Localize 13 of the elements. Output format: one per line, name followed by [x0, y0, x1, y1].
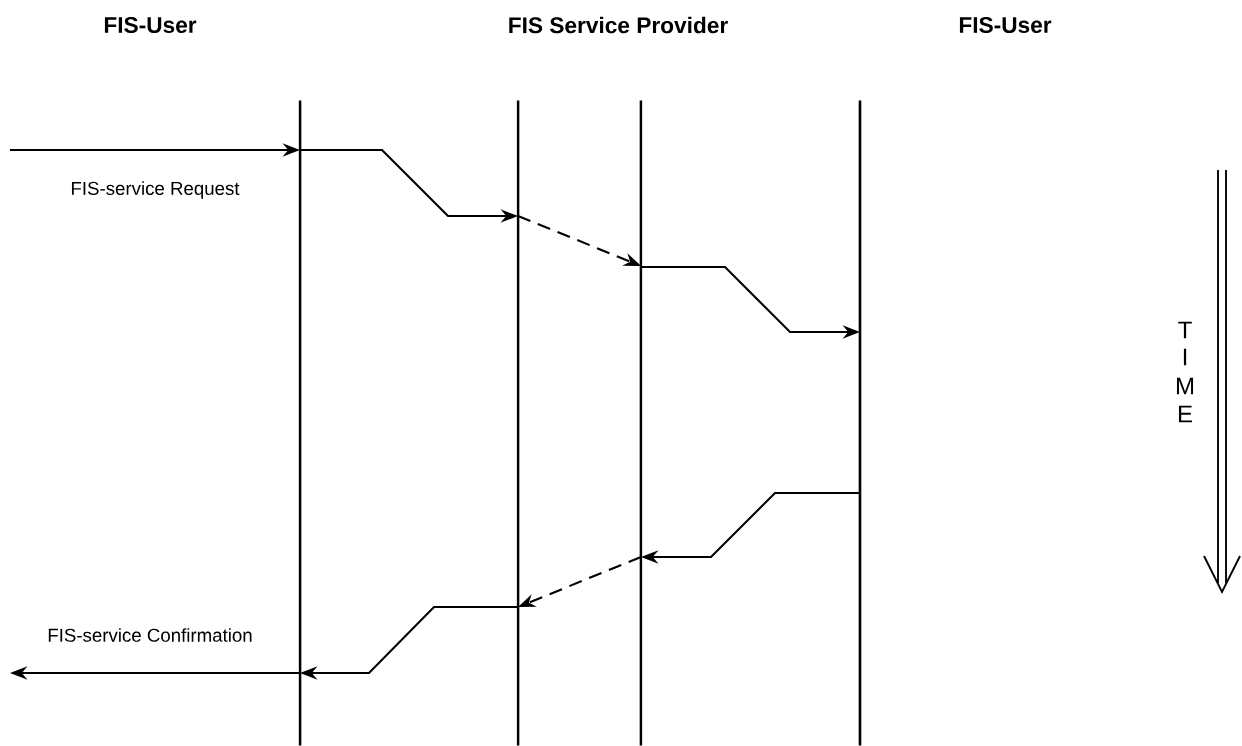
lifeline	[298, 99, 302, 746]
lifeline	[858, 99, 862, 746]
lane-heading: FIS Service Provider	[509, 16, 728, 34]
edge-label: FIS-service Request	[72, 181, 240, 199]
lifeline	[639, 99, 643, 746]
axis-letter: E	[1179, 405, 1192, 423]
axis-letter: T	[1178, 321, 1192, 339]
lifeline	[516, 99, 520, 746]
lane-heading: FIS-User	[959, 16, 1052, 34]
edge-label: FIS-service Confirmation	[48, 628, 252, 642]
axis-letter: I	[1183, 348, 1187, 366]
lane-heading: FIS-User	[104, 16, 197, 34]
axis-letter: M	[1177, 377, 1194, 395]
